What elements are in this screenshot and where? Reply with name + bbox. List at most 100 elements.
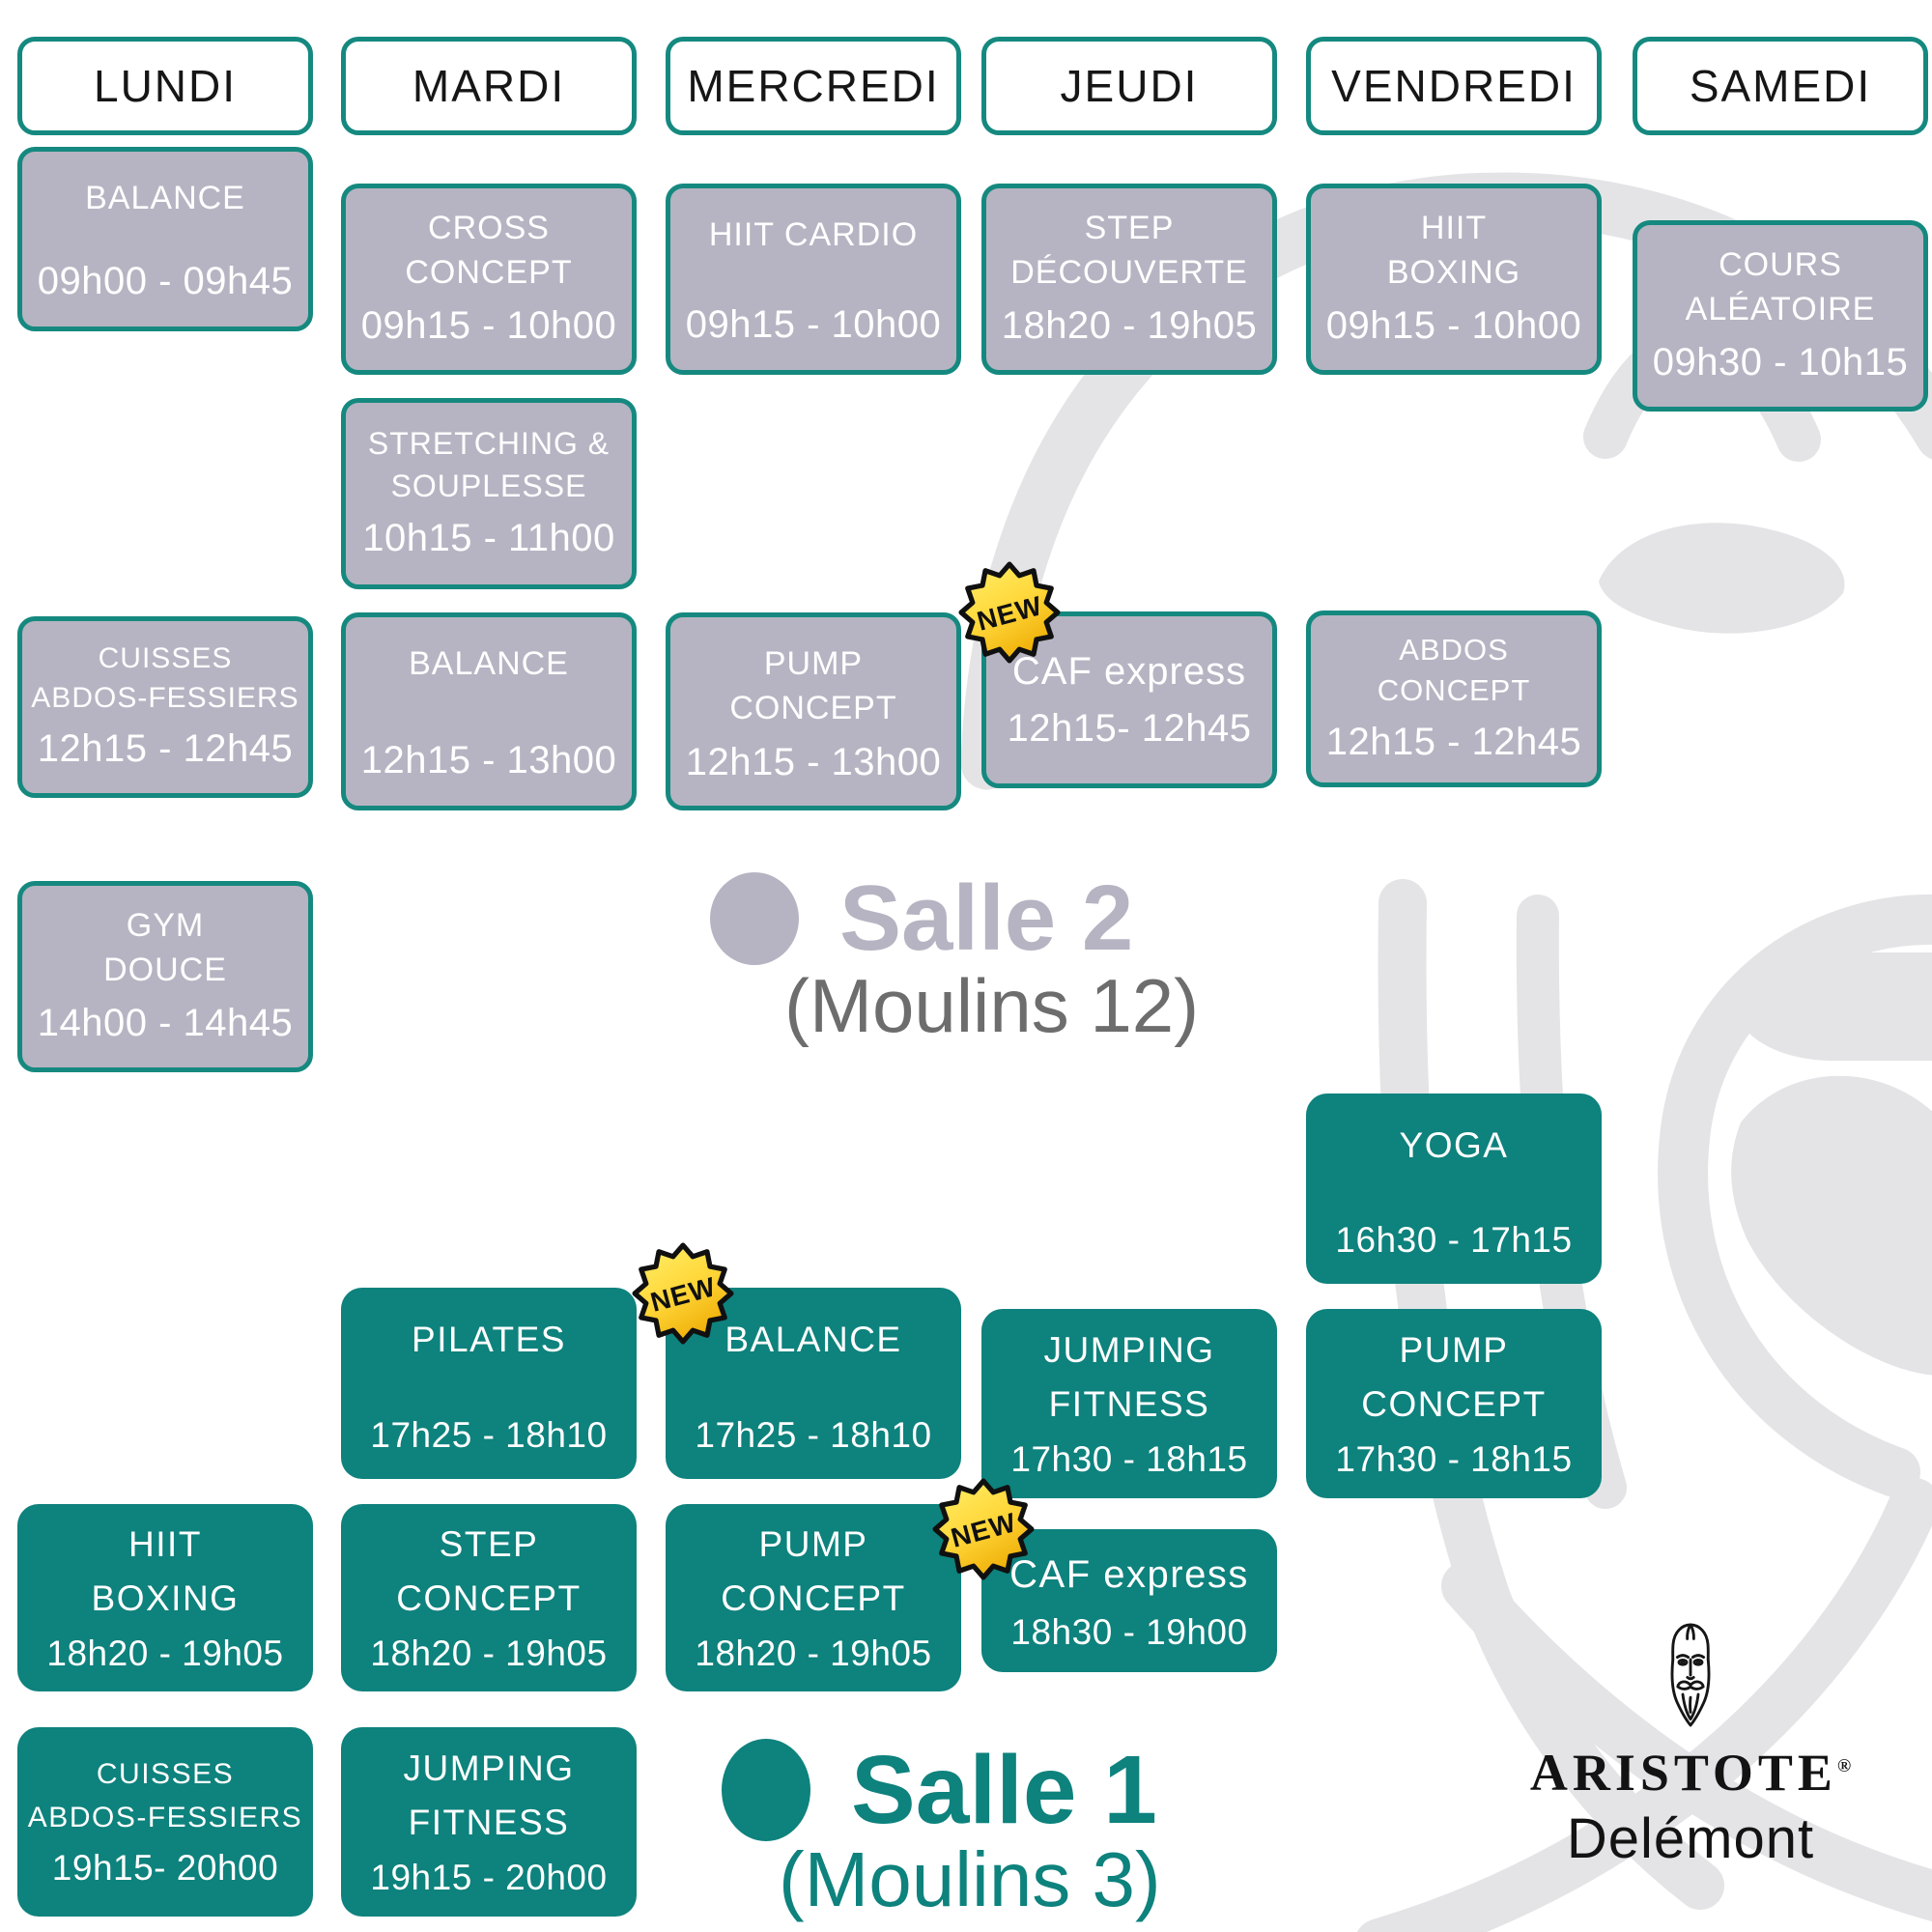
class-title-line: PUMP [763, 645, 864, 682]
salle2-location: (Moulins 12) [784, 963, 1200, 1048]
day-label: MERCREDI [687, 61, 940, 111]
class-time: 10h15 - 11h00 [362, 516, 615, 559]
class-title: ABDOS CONCEPT [1319, 630, 1589, 711]
day-label: VENDREDI [1331, 61, 1577, 111]
class-title-line: JUMPING [1043, 1330, 1215, 1371]
class-time: 19h15- 20h00 [51, 1847, 279, 1888]
class-time: 17h25 - 18h10 [370, 1415, 608, 1456]
class-title: BALANCE [85, 177, 245, 221]
class-title: CUISSES ABDOS-FESSIERS [31, 639, 298, 718]
aristote-face-icon [1670, 1623, 1711, 1727]
class-title-line: PILATES [412, 1320, 566, 1359]
class-time: 12h15 - 13h00 [685, 740, 942, 783]
salle2-bullet-icon [710, 872, 799, 965]
class-title-line: CONCEPT [405, 253, 573, 291]
day-header: MARDI [341, 37, 637, 135]
class-card: CAF express 12h15- 12h45 NEW [958, 561, 1277, 788]
class-title-line: HIIT CARDIO [708, 216, 919, 253]
class-title-line: ABDOS-FESSIERS [27, 1801, 303, 1833]
class-time: 09h15 - 10h00 [685, 303, 942, 346]
class-title: CUISSES ABDOS-FESSIERS [28, 1752, 302, 1839]
logo-brand: ARISTOTE [1529, 1744, 1837, 1802]
class-title-line: DÉCOUVERTE [1010, 253, 1248, 291]
class-title-line: STRETCHING & [367, 426, 611, 462]
class-time: 18h20 - 19h05 [370, 1634, 608, 1674]
day-header: LUNDI [17, 37, 313, 135]
salle1-name: Salle 1 [851, 1736, 1157, 1844]
class-time: 09h00 - 09h45 [37, 260, 294, 302]
class-title-line: STEP [1084, 209, 1175, 246]
class-title-line: CONCEPT [396, 1577, 582, 1618]
class-time: 12h15 - 13h00 [360, 739, 617, 781]
class-time: 18h20 - 19h05 [1001, 304, 1258, 348]
class-card: YOGA 16h30 - 17h15 [1306, 1094, 1602, 1284]
class-time: 18h30 - 19h00 [1010, 1611, 1248, 1652]
class-title-line: DOUCE [103, 951, 227, 988]
class-title-line: CAF express [1011, 650, 1247, 693]
day-header: MERCREDI [666, 37, 961, 135]
class-title-line: FITNESS [1048, 1383, 1210, 1424]
class-title-line: SOUPLESSE [390, 468, 587, 503]
class-card: STRETCHING & SOUPLESSE 10h15 - 11h00 [341, 398, 637, 589]
salle1-bullet-icon [722, 1739, 810, 1841]
class-card: CUISSES ABDOS-FESSIERS 12h15 - 12h45 [17, 616, 313, 798]
class-title-line: YOGA [1399, 1125, 1509, 1165]
salle1-label: Salle 1 [722, 1739, 1157, 1841]
class-title-line: ABDOS-FESSIERS [31, 681, 299, 714]
salle1-location: (Moulins 3) [779, 1836, 1161, 1922]
class-time: 18h20 - 19h05 [46, 1634, 284, 1674]
class-card: PILATES 17h25 - 18h10 [341, 1288, 637, 1479]
class-time: 17h30 - 18h15 [1010, 1439, 1248, 1480]
class-title-line: BALANCE [85, 180, 245, 216]
class-title: BALANCE [724, 1313, 901, 1367]
class-title-line: CUISSES [98, 642, 233, 674]
salle2-name: Salle 2 [839, 867, 1134, 970]
class-title: BALANCE [409, 642, 569, 687]
class-card: CAF express 18h30 - 19h00 NEW [932, 1478, 1277, 1672]
class-time: 09h15 - 10h00 [1325, 304, 1582, 348]
aristote-logo: ARISTOTE® Delémont [1507, 1621, 1874, 1871]
class-card: ABDOS CONCEPT 12h15 - 12h45 [1306, 611, 1602, 787]
day-header: VENDREDI [1306, 37, 1602, 135]
new-badge-icon: NEW [932, 1478, 1035, 1580]
class-title-line: CUISSES [96, 1757, 235, 1790]
class-time: 12h15 - 12h45 [37, 727, 294, 770]
class-title-line: CAF express [1009, 1552, 1249, 1596]
class-time: 17h30 - 18h15 [1335, 1439, 1573, 1480]
class-title: CAF express [1012, 645, 1246, 697]
class-title: STRETCHING & SOUPLESSE [368, 423, 610, 506]
logo-brand-line: ARISTOTE® [1507, 1743, 1874, 1803]
class-time: 09h30 - 10h15 [1652, 341, 1909, 384]
class-title: CROSS CONCEPT [405, 207, 572, 296]
day-header: SAMEDI [1633, 37, 1928, 135]
class-title-line: CONCEPT [721, 1577, 906, 1618]
salle2-label: Salle 2 [710, 872, 1133, 965]
day-header: JEUDI [981, 37, 1277, 135]
class-title-line: BOXING [1386, 253, 1521, 291]
class-title-line: BALANCE [409, 645, 569, 682]
class-time: 18h20 - 19h05 [695, 1634, 932, 1674]
class-title-line: CROSS [428, 209, 550, 246]
class-card: HIIT CARDIO 09h15 - 10h00 [666, 184, 961, 375]
class-title-line: HIIT [128, 1524, 202, 1565]
class-card: CROSS CONCEPT 09h15 - 10h00 [341, 184, 637, 375]
class-time: 09h15 - 10h00 [360, 304, 617, 348]
class-time: 14h00 - 14h45 [37, 1002, 294, 1045]
class-title: STEP DÉCOUVERTE [1010, 207, 1248, 296]
class-card: BALANCE 09h00 - 09h45 [17, 147, 313, 331]
